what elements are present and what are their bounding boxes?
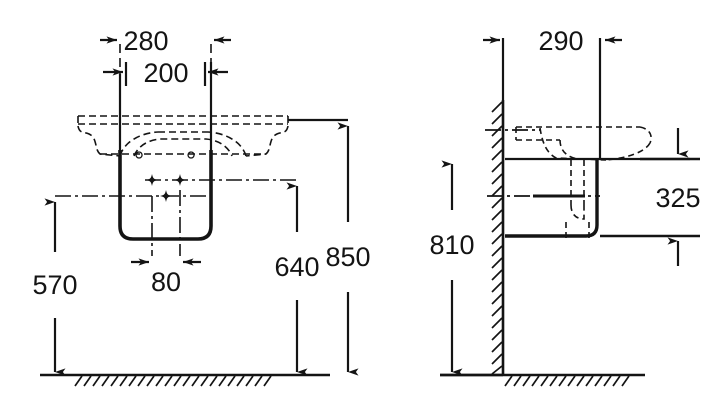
front-centre-lines: [55, 179, 297, 256]
front-fixing-extension-lines: [119, 44, 212, 140]
wall-hatching: [491, 101, 503, 375]
dim-200-label: 200: [143, 58, 188, 88]
basin-side-dashed-outline: [515, 126, 652, 242]
dim-280-label: 280: [123, 26, 168, 56]
floor-hatching-side: [504, 375, 630, 387]
dim-810-label: 810: [429, 230, 474, 260]
dim-290-label: 290: [538, 26, 583, 56]
dim-325-label: 325: [655, 183, 700, 213]
dim-290-extension: [501, 38, 602, 160]
basin-dashed-outline: [77, 115, 289, 157]
dim-850-label: 850: [325, 242, 370, 272]
dim-200-extension: [124, 62, 207, 86]
pedestal-rim-ticks: [135, 151, 195, 159]
semi-pedestal-side-outline: [505, 159, 599, 238]
dim-325-witness: [600, 157, 700, 238]
dim-570-label: 570: [32, 270, 77, 300]
semi-pedestal-solid-outline: [118, 150, 213, 241]
dim-80-label: 80: [151, 267, 181, 297]
dim-640-label: 640: [274, 252, 319, 282]
dim-850-line: [288, 118, 359, 376]
floor-hatching-front: [74, 375, 272, 387]
